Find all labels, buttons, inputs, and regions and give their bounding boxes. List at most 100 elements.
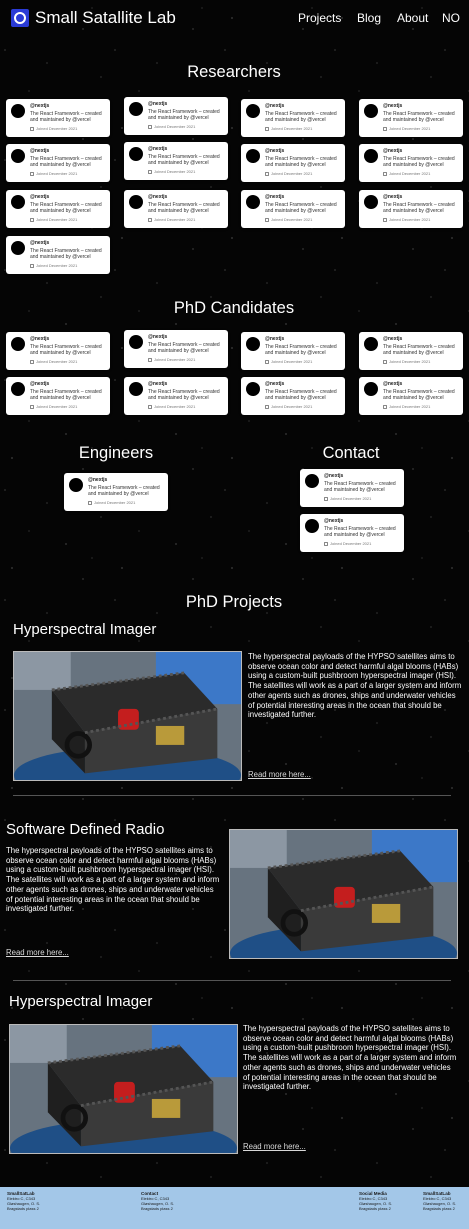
site-logo-icon[interactable] (11, 9, 29, 27)
site-title[interactable]: Small Satallite Lab (35, 8, 176, 27)
avatar (305, 519, 319, 533)
joined-text: Joined December 2021 (154, 169, 196, 174)
profile-handle: @nextjs (148, 334, 168, 340)
project-description: The hyperspectral payloads of the HYPSO … (6, 846, 220, 914)
profile-description: The React Framework – created and mainta… (30, 344, 102, 357)
project-title: Hyperspectral Imager (9, 993, 153, 1010)
read-more-link[interactable]: Read more here... (243, 1142, 306, 1151)
joined-text: Joined December 2021 (154, 217, 196, 222)
joined-text: Joined December 2021 (389, 217, 431, 222)
profile-handle: @nextjs (148, 381, 168, 387)
footer-column: SmallSatLab Elektro C, C343 Gløshaugen, … (423, 1191, 456, 1211)
footer-line: Gløshaugen, O. S. (423, 1200, 457, 1206)
calendar-icon (383, 360, 387, 364)
project-image (9, 1024, 238, 1154)
avatar (129, 147, 143, 161)
footer-line: Elektro C, C343 (359, 1196, 388, 1201)
profile-description: The React Framework – created and mainta… (265, 202, 337, 215)
joined-text: Joined December 2021 (36, 359, 78, 364)
avatar (246, 149, 260, 163)
joined-date: Joined December 2021 (265, 171, 312, 176)
joined-text: Joined December 2021 (389, 171, 431, 176)
joined-date: Joined December 2021 (30, 126, 77, 131)
profile-handle: @nextjs (30, 240, 50, 246)
footer-column: Contact Elektro C, C343 Gløshaugen, O. S… (141, 1191, 174, 1211)
calendar-icon (88, 501, 92, 505)
section-title-contact: Contact (322, 444, 380, 462)
avatar (246, 195, 260, 209)
section-divider (13, 980, 451, 981)
avatar (129, 195, 143, 209)
section-title-phd-candidates: PhD Candidates (173, 299, 295, 317)
profile-description: The React Framework – created and mainta… (265, 111, 337, 124)
joined-text: Joined December 2021 (330, 541, 372, 546)
project-title: Software Defined Radio (6, 821, 165, 838)
calendar-icon (324, 542, 328, 546)
footer-line: Bragstads plass 2 (359, 1205, 391, 1211)
footer-heading: SmallSatLab (423, 1191, 451, 1196)
profile-description: The React Framework – created and mainta… (148, 109, 220, 122)
profile-handle: @nextjs (30, 336, 50, 342)
read-more-link[interactable]: Read more here... (248, 770, 311, 779)
profile-description: The React Framework – created and mainta… (148, 202, 220, 215)
joined-date: Joined December 2021 (88, 500, 135, 505)
calendar-icon (265, 360, 269, 364)
profile-description: The React Framework – created and mainta… (148, 154, 220, 167)
profile-description: The React Framework – created and mainta… (88, 485, 160, 498)
footer-column: Social Media Elektro C, C343 Gløshaugen,… (359, 1191, 392, 1211)
section-title-researchers: Researchers (187, 63, 281, 81)
profile-description: The React Framework – created and mainta… (383, 202, 455, 215)
avatar (364, 149, 378, 163)
calendar-icon (383, 405, 387, 409)
calendar-icon (383, 127, 387, 131)
joined-date: Joined December 2021 (383, 217, 430, 222)
calendar-icon (148, 125, 152, 129)
avatar (364, 104, 378, 118)
joined-text: Joined December 2021 (154, 124, 196, 129)
profile-handle: @nextjs (265, 194, 285, 200)
joined-date: Joined December 2021 (148, 404, 195, 409)
nav-link-blog[interactable]: Blog (357, 11, 382, 25)
profile-handle: @nextjs (265, 148, 285, 154)
avatar (11, 195, 25, 209)
read-more-link[interactable]: Read more here... (6, 948, 69, 957)
avatar (364, 337, 378, 351)
avatar (11, 337, 25, 351)
joined-date: Joined December 2021 (324, 496, 371, 501)
nav-link-about[interactable]: About (397, 11, 429, 25)
section-title-phd-projects: PhD Projects (185, 593, 283, 611)
joined-text: Joined December 2021 (271, 171, 313, 176)
footer-heading: Social Media (359, 1191, 387, 1196)
avatar (246, 104, 260, 118)
nav-link-language[interactable]: NO (442, 11, 460, 25)
project-description: The hyperspectral payloads of the HYPSO … (248, 652, 462, 720)
section-title-engineers: Engineers (78, 444, 154, 462)
profile-handle: @nextjs (324, 518, 344, 524)
nav-link-projects[interactable]: Projects (298, 11, 342, 25)
calendar-icon (30, 172, 34, 176)
